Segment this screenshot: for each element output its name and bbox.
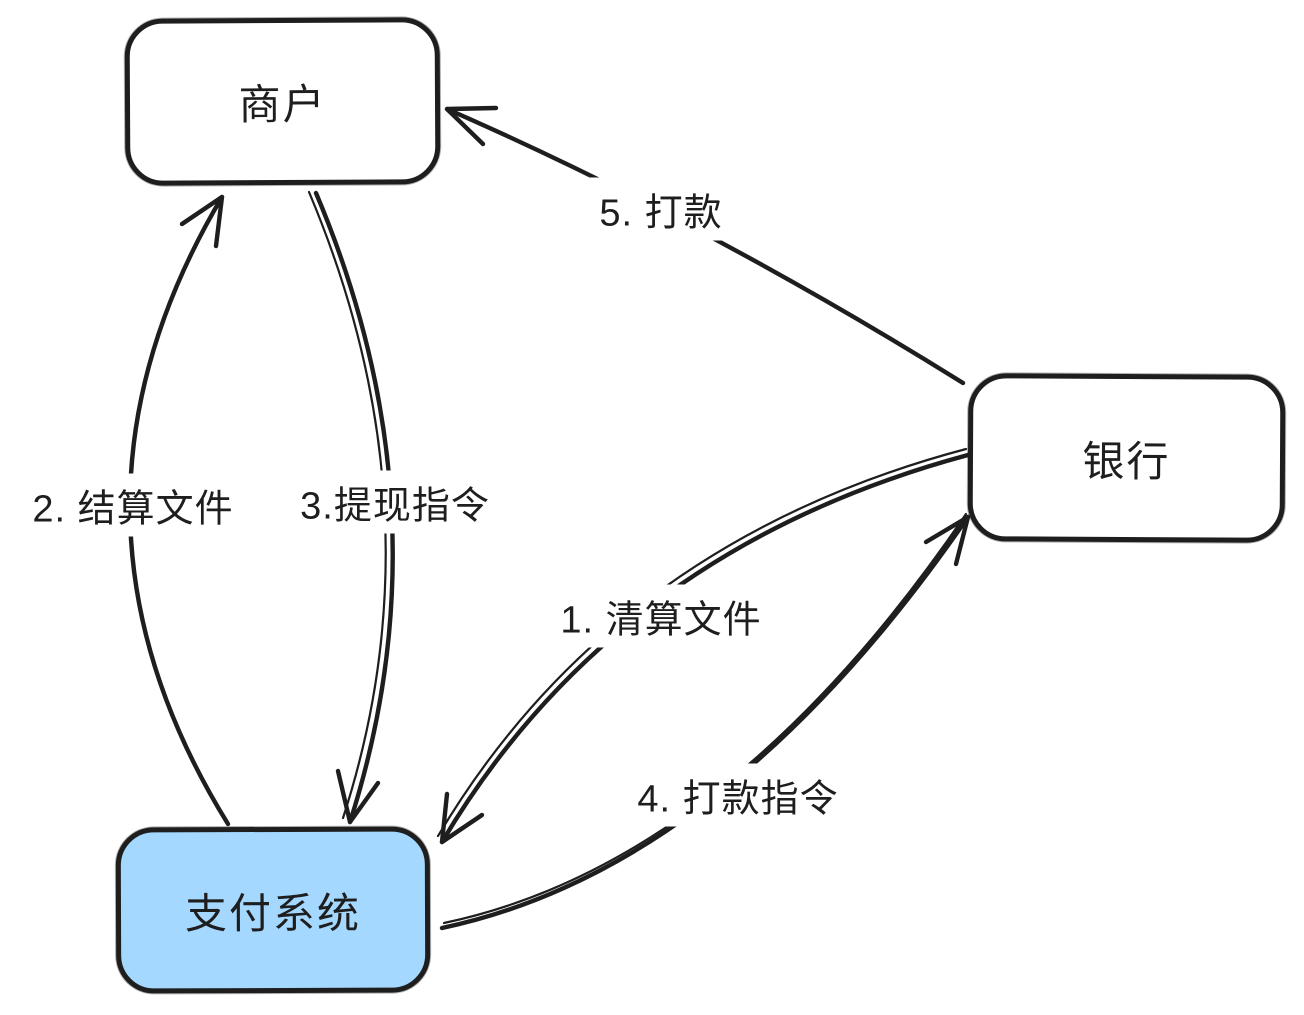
node-merchant[interactable]: 商户: [124, 17, 441, 186]
edge-label-settlement-file[interactable]: 2. 结算文件: [22, 473, 244, 537]
node-payment-system-label: 支付系统: [184, 889, 362, 937]
node-merchant-label: 商户: [238, 80, 327, 129]
edge-label-payout-command[interactable]: 4. 打款指令: [627, 763, 849, 827]
edge-label-payout[interactable]: 5. 打款: [589, 177, 733, 241]
arrowhead-payout-command: [923, 514, 971, 567]
edge-label-withdraw-command[interactable]: 3.提现指令: [296, 470, 494, 534]
arrowhead-settlement-file: [179, 194, 225, 249]
node-bank[interactable]: 银行: [967, 373, 1286, 543]
node-bank-label: 银行: [1082, 437, 1171, 485]
arrowhead-withdraw-command: [335, 768, 381, 825]
arrowhead-payout: [444, 105, 499, 147]
node-payment-system[interactable]: 支付系统: [115, 826, 431, 994]
arrowhead-clearing-file: [439, 791, 485, 845]
arrow-payout[interactable]: [444, 105, 966, 386]
edge-label-clearing-file[interactable]: 1. 清算文件: [550, 584, 772, 648]
